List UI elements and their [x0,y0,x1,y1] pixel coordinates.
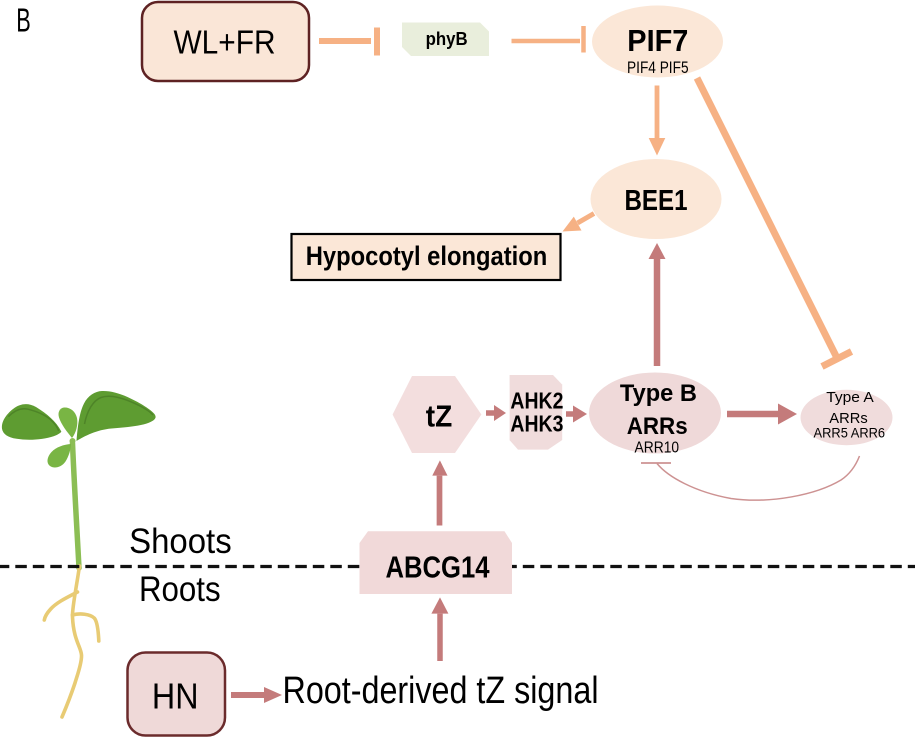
svg-text:Shoots: Shoots [129,522,232,561]
svg-text:Hypocotyl elongation: Hypocotyl elongation [306,241,548,271]
svg-text:PIF4 PIF5: PIF4 PIF5 [627,58,689,77]
svg-text:ARRs: ARRs [829,411,867,427]
svg-text:B: B [16,2,31,39]
svg-text:ARRs: ARRs [627,413,688,440]
svg-text:BEE1: BEE1 [625,185,688,217]
svg-text:Roots: Roots [139,570,221,609]
svg-text:tZ: tZ [426,398,453,433]
svg-text:ABCG14: ABCG14 [386,550,491,585]
svg-text:HN: HN [152,675,199,716]
svg-text:AHK2: AHK2 [510,387,563,413]
svg-text:ARR5 ARR6: ARR5 ARR6 [814,424,886,440]
svg-text:WL+FR: WL+FR [174,24,276,61]
svg-text:AHK3: AHK3 [510,410,563,436]
svg-text:Root-derived tZ signal: Root-derived tZ signal [283,670,599,712]
svg-text:Type A: Type A [826,390,874,406]
svg-text:ARR10: ARR10 [635,440,680,457]
svg-text:PIF7: PIF7 [627,23,688,58]
svg-text:phyB: phyB [426,29,468,49]
svg-text:Type B: Type B [620,380,697,407]
